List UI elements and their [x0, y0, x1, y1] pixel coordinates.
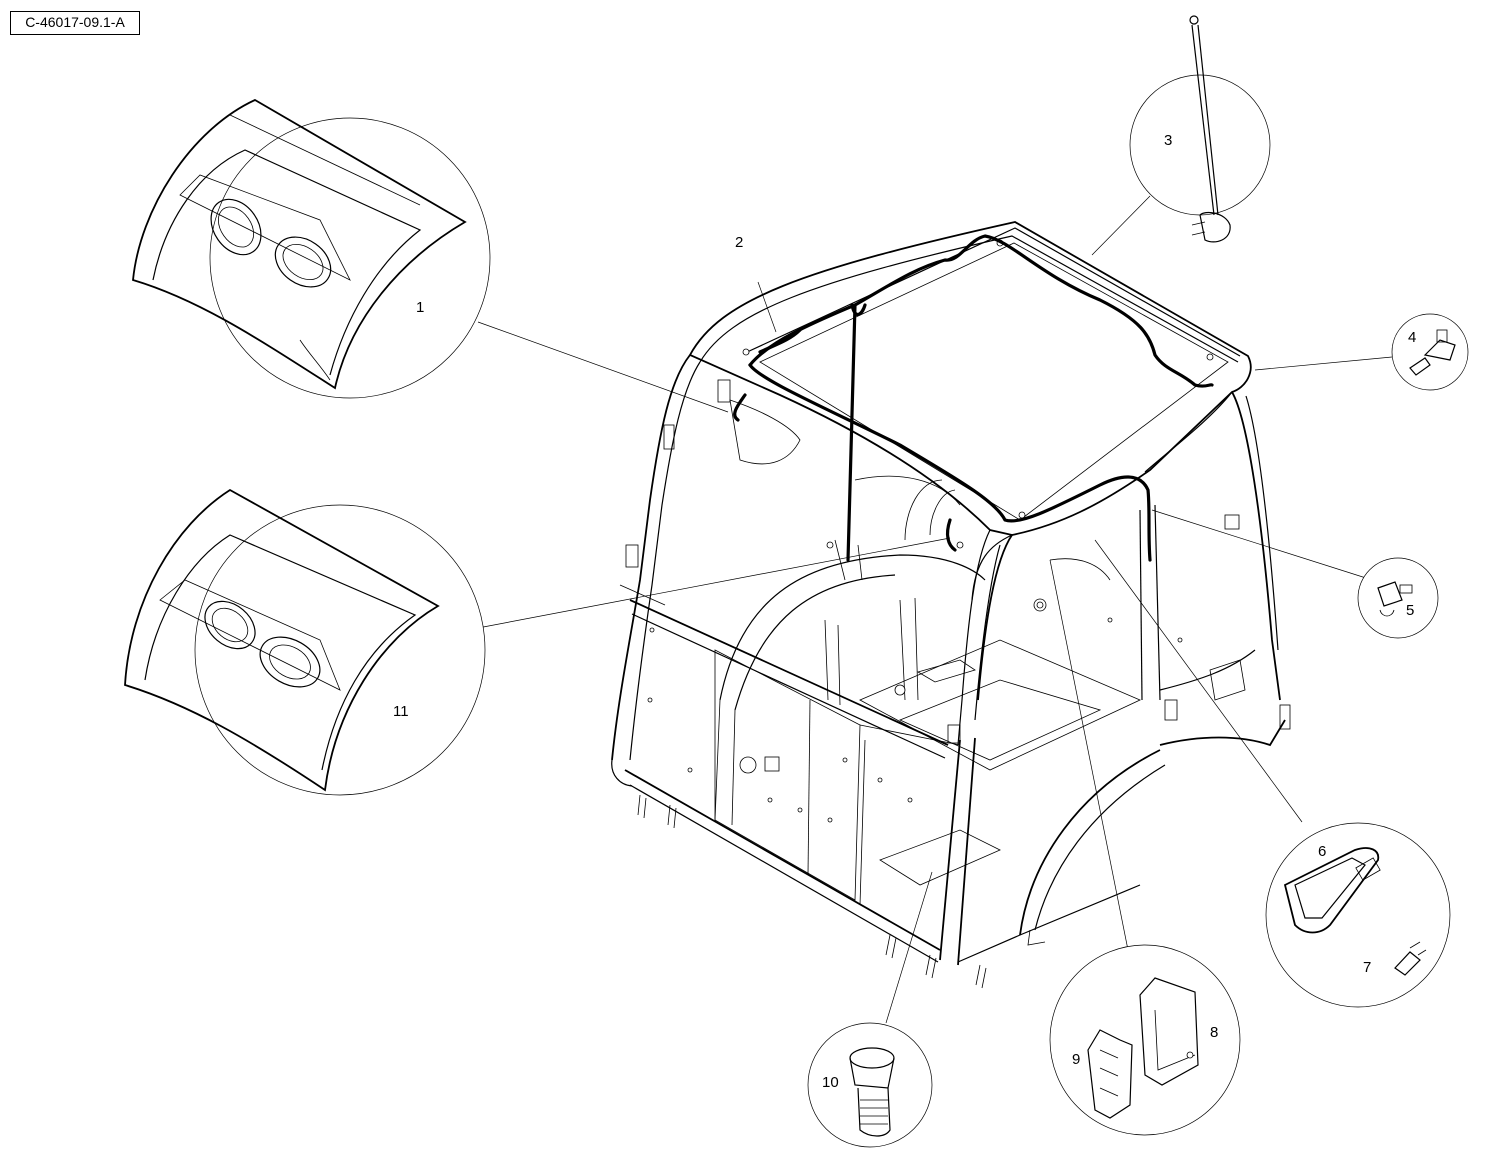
item-label-4: 4	[1408, 329, 1416, 346]
item-label-11: 11	[393, 703, 409, 720]
item-label-7: 7	[1363, 959, 1371, 976]
item-label-2: 2	[735, 234, 743, 251]
callout-item-8-9	[1049, 944, 1241, 1136]
item-label-9: 9	[1072, 1051, 1080, 1068]
item-label-8: 8	[1210, 1024, 1218, 1041]
callout-item-1	[132, 98, 491, 399]
item-label-6: 6	[1318, 843, 1326, 860]
roof-bolts	[742, 239, 1214, 549]
item-label-10: 10	[822, 1074, 839, 1091]
callout-item-11	[124, 488, 486, 796]
drawing-reference-label: C-46017-09.1-A	[10, 11, 140, 35]
rear-wall-holes	[647, 617, 1183, 823]
callout-item-10	[807, 1022, 933, 1148]
leader-lines	[477, 195, 1393, 1024]
callout-item-4	[1391, 313, 1469, 391]
cab-frame	[611, 221, 1291, 989]
callout-item-3	[1129, 15, 1271, 243]
callout-item-6-7	[1265, 822, 1451, 1008]
roof-wiring-harness	[733, 234, 1214, 581]
item-label-3: 3	[1164, 132, 1172, 149]
callout-item-5	[1357, 557, 1439, 639]
item-number-labels: 1 2 3 4 5 6 7 8 9 10 11	[393, 132, 1416, 1091]
item-label-1: 1	[416, 299, 424, 316]
item-label-5: 5	[1406, 602, 1414, 619]
mounting-feet	[637, 794, 1046, 989]
